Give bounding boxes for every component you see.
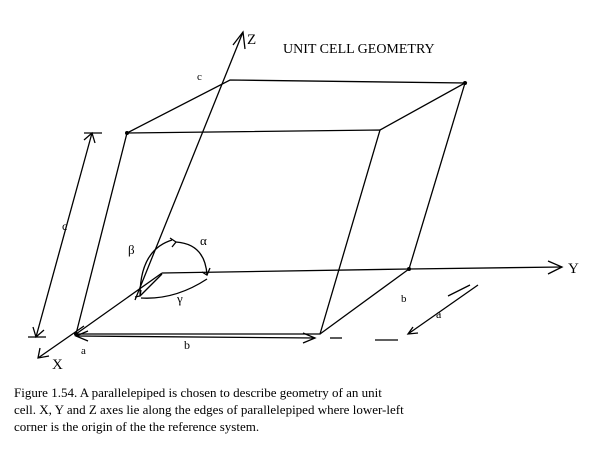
edge-label-a-right: a <box>436 307 442 321</box>
diagram-title: UNIT CELL GEOMETRY <box>283 42 435 57</box>
edge-label-b-right: b <box>401 293 407 305</box>
z-arrowhead <box>232 30 246 50</box>
beta-label: β <box>128 242 135 257</box>
bottom-left-depth-edge <box>75 272 163 335</box>
caption-line: cell. X, Y and Z axes lie along the edge… <box>14 402 404 417</box>
back-right-edge <box>408 82 466 270</box>
gamma-label: γ <box>176 291 183 306</box>
figure-caption: Figure 1.54. A parallelepiped is chosen … <box>14 384 454 435</box>
vertex-dot <box>125 131 129 135</box>
vertex-dot <box>463 81 467 85</box>
alpha-arc <box>175 241 208 276</box>
bottom-right-depth-edge <box>319 268 410 335</box>
caption-line: Figure 1.54. A parallelepiped is chosen … <box>14 385 382 400</box>
z-axis <box>134 31 244 301</box>
a-dimension-line <box>407 284 479 335</box>
back-face-top <box>126 79 468 134</box>
edge-label-c-top: c <box>197 71 202 83</box>
y-axis <box>408 266 563 270</box>
edge-label-c-left: c <box>62 219 67 233</box>
alpha-label: α <box>200 233 207 248</box>
b-dimension-line <box>75 335 316 339</box>
vertex-dot <box>74 332 78 336</box>
vertex-dot <box>407 267 411 271</box>
x-axis-label: X <box>52 357 63 373</box>
front-face <box>75 129 381 335</box>
caption-line: corner is the origin of the the referenc… <box>14 419 260 434</box>
x-arrowhead <box>37 347 50 359</box>
c-dimension-line <box>35 132 93 338</box>
x-axis <box>37 325 85 359</box>
z-axis-label: Z <box>247 32 256 48</box>
beta-arc <box>139 239 173 297</box>
edge-label-a-origin: a <box>81 345 86 357</box>
y-arrowhead <box>547 260 564 275</box>
back-bottom-edge <box>161 268 410 274</box>
y-axis-label: Y <box>568 261 579 277</box>
edge-label-b-bottom: b <box>184 338 190 352</box>
gamma-arc <box>140 278 208 299</box>
